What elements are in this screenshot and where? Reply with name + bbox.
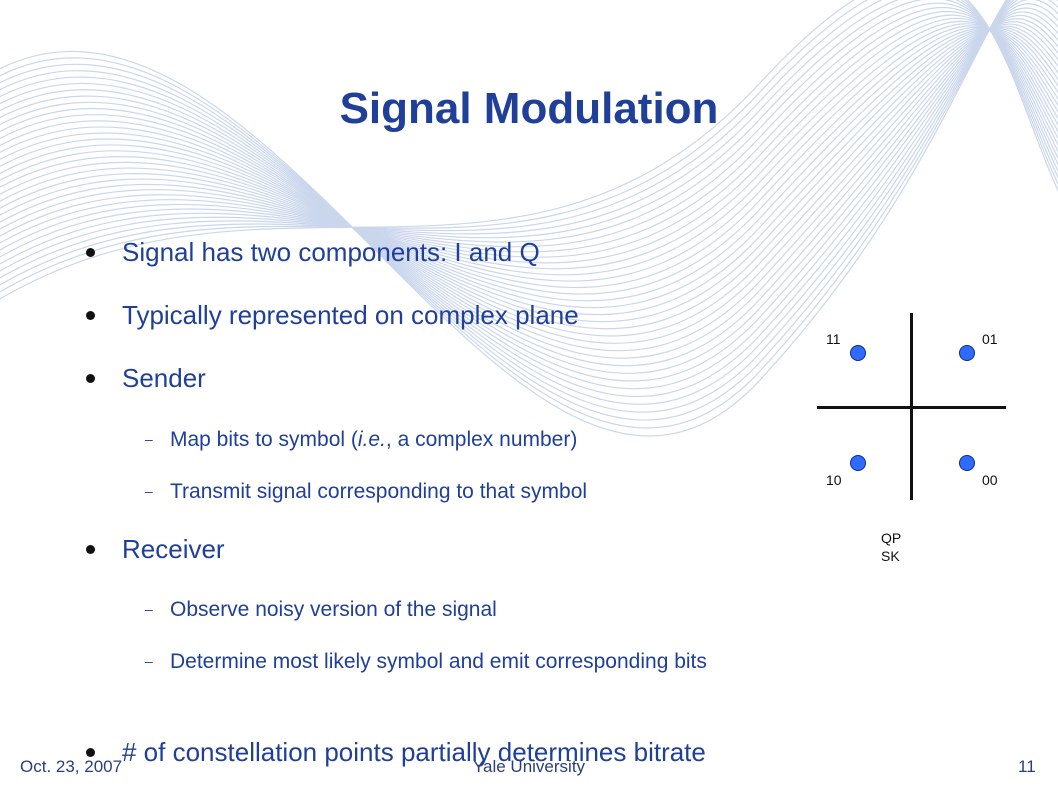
sender-item-map-bits: – Map bits to symbol (i.e., a complex nu… [145,424,578,455]
bullet-signal-components: Signal has two components: I and Q [86,237,540,268]
background-wave-line [0,2,1058,265]
bullet-sender: Sender [86,363,206,394]
footer-institution: Yale University [472,757,586,776]
background-wave-line [0,23,1058,337]
background-wave-line [0,17,1058,264]
background-wave-line [0,14,1058,359]
bullet-complex-plane: Typically represented on complex plane [86,300,579,331]
point-label-01: 01 [982,331,998,347]
background-wave-line [0,28,1058,302]
dash-icon: – [145,431,153,447]
background-wave-line [0,7,1058,374]
bullet-text: Receiver [122,534,225,564]
background-wave-line [0,6,1058,258]
background-wave-line [0,0,1058,405]
background-wave-line [0,14,1058,258]
receiver-item-observe: – Observe noisy version of the signal [145,594,497,625]
receiver-item-text: Observe noisy version of the signal [170,598,497,621]
background-wave-line [0,0,1058,279]
bullet-dot-icon [86,311,95,320]
background-wave-line [0,0,1058,300]
sender-item-text-em: i.e. [357,428,386,451]
background-wave-line [0,18,1058,352]
dash-icon: – [145,601,153,617]
constellation-point-11 [850,345,866,361]
receiver-item-text: Determine most likely symbol and emit co… [170,650,707,673]
background-wave-line [0,23,1058,276]
bullet-dot-icon [86,374,95,383]
bullet-text: # of constellation points partially dete… [122,737,706,767]
point-label-00: 00 [982,472,998,488]
background-wave-line [0,0,1058,390]
qpsk-caption: QPSK [881,530,902,564]
footer-date: Oct. 23, 2007 [20,757,123,776]
constellation-point-01 [959,345,975,361]
background-wave-line [0,0,1058,293]
background-wave-line [0,26,1058,289]
background-wave-line [0,25,1058,282]
background-wave-line [0,21,1058,344]
background-wave-line [0,11,1058,367]
slide-title: Signal Modulation [339,84,719,133]
sender-item-text-post: , a complex number) [385,428,578,451]
constellation-point-10 [850,455,866,471]
background-wave-line [0,0,1058,272]
point-label-11: 11 [826,331,841,347]
background-wave-line [0,27,1058,323]
background-wave-line [0,10,1058,253]
background-wave-line [0,27,1058,316]
bullet-dot-icon [86,248,95,257]
dash-icon: – [145,653,153,669]
point-label-10: 10 [826,472,842,488]
background-wave-line [0,28,1058,309]
background-wave-line [0,0,1009,429]
dash-icon: – [145,483,153,499]
q-axis [910,313,913,500]
sender-item-text: Transmit signal corresponding to that sy… [170,480,588,503]
sender-item-transmit: – Transmit signal corresponding to that … [145,476,588,507]
footer-page-number: 11 [1018,757,1036,776]
bullet-text: Typically represented on complex plane [122,300,579,330]
bullet-text: Sender [122,363,206,393]
background-wave-line [0,0,1012,413]
background-wave-line [0,25,1058,330]
background-wave-line [0,0,1058,286]
background-wave-line [0,3,1058,382]
bullet-dot-icon [86,545,95,554]
background-wave-line [0,20,1058,270]
bullet-text: Signal has two components: I and Q [122,237,540,267]
background-wave-line [0,0,1058,397]
bullet-constellation-bitrate: # of constellation points partially dete… [86,737,706,768]
background-wave-line [0,0,1008,437]
background-wave-line [0,27,1058,295]
sender-item-text-pre: Map bits to symbol ( [170,428,358,451]
receiver-item-determine: – Determine most likely symbol and emit … [145,646,940,677]
background-wave-line [0,0,1010,421]
bullet-receiver: Receiver [86,534,225,565]
constellation-point-00 [959,455,975,471]
bullet-dot-icon [86,748,95,757]
